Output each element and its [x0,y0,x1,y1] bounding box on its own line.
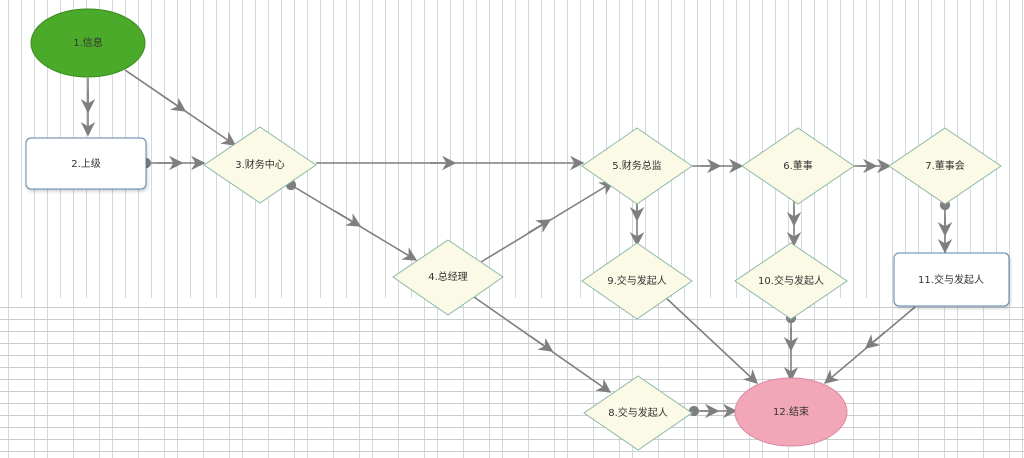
node-6-label: 6.董事 [783,159,813,172]
node-4-decision[interactable]: 4.总经理 [392,239,504,316]
node-10-label: 10.交与发起人 [758,274,824,287]
edge-11-12-mid [864,331,886,349]
edge-9-12[interactable] [663,295,759,384]
node-2-rect[interactable]: 2.上级 [25,137,147,190]
node-5-label: 5.财务总监 [612,159,662,172]
node-11-label: 11.交与发起人 [918,273,984,286]
diagram-grid-lower [0,298,1024,458]
node-3-label: 3.财务中心 [235,158,285,171]
edge-3-4-mid [334,210,362,227]
edges [80,69,953,419]
node-1-start[interactable]: 1.信息 [30,8,146,78]
start-ellipse [30,8,146,78]
node-11-rect[interactable]: 11.交与发起人 [893,252,1010,307]
node-7-diamond [888,127,1002,205]
node-12-end[interactable]: 12.结束 [734,377,848,447]
edge-4-8-mid [529,335,554,352]
edge-1-3-mid [159,93,187,112]
node-9-decision[interactable]: 9.交与发起人 [581,242,693,320]
node-10-diamond [734,242,848,320]
node-7-decision[interactable]: 7.董事会 [888,127,1002,205]
node-3-decision[interactable]: 3.财务中心 [203,126,317,204]
node-9-diamond [581,242,693,320]
node-4-diamond [392,239,504,316]
node-7-label: 7.董事会 [925,159,965,172]
node-2-label: 2.上级 [71,158,101,170]
node-2-box [25,137,147,190]
end-ellipse [734,377,848,447]
node-1-label: 1.信息 [73,36,103,49]
node-8-label: 8.交与发起人 [608,406,668,419]
node-3-diamond [203,126,317,204]
node-10-decision[interactable]: 10.交与发起人 [734,242,848,320]
edge-4-5-mid [527,219,552,234]
node-12-label: 12.结束 [773,405,809,418]
node-11-box [893,252,1010,307]
node-6-decision[interactable]: 6.董事 [741,127,855,205]
node-5-decision[interactable]: 5.财务总监 [581,127,693,205]
node-4-label: 4.总经理 [428,270,468,283]
node-6-diamond [741,127,855,205]
node-8-diamond [583,375,693,451]
node-9-label: 9.交与发起人 [607,274,667,287]
node-8-decision[interactable]: 8.交与发起人 [583,375,693,451]
node-5-diamond [581,127,693,205]
